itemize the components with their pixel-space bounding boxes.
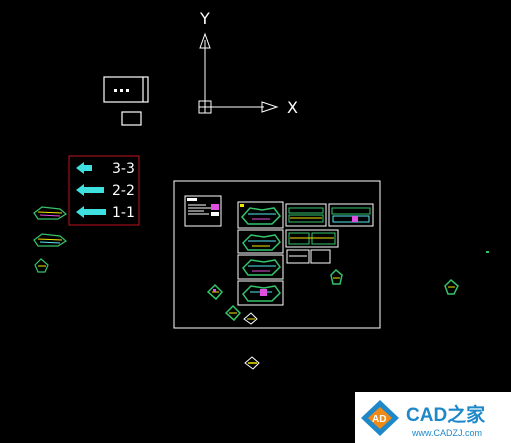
stray-block-right[interactable] xyxy=(444,278,459,295)
logo-letters: AD xyxy=(372,414,386,425)
stray-block-bottom-3[interactable] xyxy=(243,312,258,325)
stray-block-left-2[interactable] xyxy=(33,233,68,247)
stray-block-center[interactable] xyxy=(330,268,343,285)
elevation-panel-3[interactable] xyxy=(285,229,339,248)
section-label: 1-1 xyxy=(112,205,135,221)
small-block-rect[interactable] xyxy=(121,111,142,126)
section-arrow-icon xyxy=(76,162,92,174)
stray-block-left-3[interactable] xyxy=(34,258,49,273)
stray-block-lower[interactable] xyxy=(244,356,260,370)
section-label: 3-3 xyxy=(112,161,135,177)
section-arrow-icon xyxy=(76,184,104,196)
ucs-crosshair-icon xyxy=(198,32,279,114)
floor-plan-1[interactable] xyxy=(237,201,284,229)
watermark: AD CAD之家 www.CADZJ.com xyxy=(355,392,511,443)
detail-panel-1[interactable] xyxy=(286,249,331,264)
stray-mark-right xyxy=(486,251,489,253)
watermark-url: www.CADZJ.com xyxy=(411,428,482,438)
drawing-sheet-frame[interactable] xyxy=(173,180,381,329)
floor-plan-2[interactable] xyxy=(237,229,284,254)
stray-block-left-1[interactable] xyxy=(33,206,68,220)
section-legend-frame[interactable] xyxy=(68,155,140,226)
ucs-y-label: Y xyxy=(199,9,210,28)
stray-block-bottom-2[interactable] xyxy=(224,304,242,322)
stray-block-bottom-1[interactable] xyxy=(206,283,224,301)
elevation-panel-1[interactable] xyxy=(285,203,327,227)
section-arrow-icon xyxy=(76,206,106,218)
section-legend-item[interactable]: 1-1 xyxy=(76,205,135,221)
floor-plan-4[interactable] xyxy=(237,280,284,306)
section-label: 2-2 xyxy=(112,183,135,199)
watermark-brand: CAD之家 xyxy=(406,403,486,426)
cad-home-logo-icon: AD xyxy=(361,400,399,436)
elevation-panel-2[interactable] xyxy=(328,203,374,227)
notes-block[interactable] xyxy=(184,195,222,227)
floor-plan-3[interactable] xyxy=(237,254,284,280)
section-legend-item[interactable]: 2-2 xyxy=(76,183,135,199)
title-block-icon[interactable] xyxy=(103,76,149,103)
section-legend-item[interactable]: 3-3 xyxy=(76,161,135,177)
ucs-x-label: X xyxy=(287,98,298,117)
